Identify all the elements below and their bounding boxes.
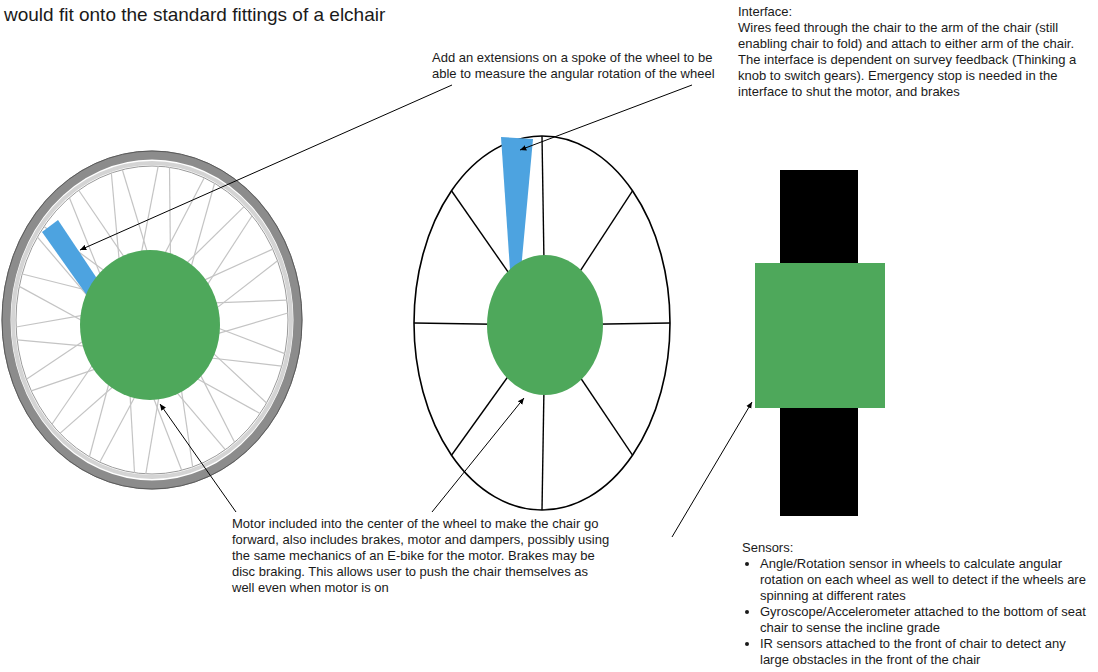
bullet-item: Gyroscope/Accelerometer attached to the … xyxy=(760,604,1092,636)
sensors-note: Sensors:Angle/Rotation sensor in wheels … xyxy=(742,540,1092,668)
spoke-extension xyxy=(501,137,533,270)
leader-lines xyxy=(80,85,752,537)
callout-spoke: Add an extensions on a spoke of the whee… xyxy=(432,50,732,82)
leader-line xyxy=(80,85,452,250)
interface-panel xyxy=(755,263,885,408)
slide-title: would fit onto the standard fittings of … xyxy=(4,2,424,28)
wheel-sketch xyxy=(414,136,670,510)
section-heading: Sensors: xyxy=(742,540,1092,556)
leader-line xyxy=(520,85,692,150)
note-text: Motor included into the center of the wh… xyxy=(232,516,612,596)
note-text: Wires feed through the chair to the arm … xyxy=(738,20,1083,100)
leader-line xyxy=(432,398,524,512)
bullet-item: Angle/Rotation sensor in wheels to calcu… xyxy=(760,556,1092,604)
interface-arm xyxy=(755,170,885,516)
leader-line xyxy=(160,404,236,512)
callout-motor: Motor included into the center of the wh… xyxy=(232,516,612,596)
interface-note: Interface:Wires feed through the chair t… xyxy=(738,4,1083,100)
hub-motor xyxy=(487,255,603,395)
wheel-photo xyxy=(2,151,302,489)
note-text: Add an extensions on a spoke of the whee… xyxy=(432,50,732,82)
bullet-item: IR sensors attached to the front of chai… xyxy=(760,636,1092,668)
hub-motor xyxy=(80,250,220,400)
section-heading: Interface: xyxy=(738,4,1083,20)
leader-line xyxy=(672,402,752,537)
